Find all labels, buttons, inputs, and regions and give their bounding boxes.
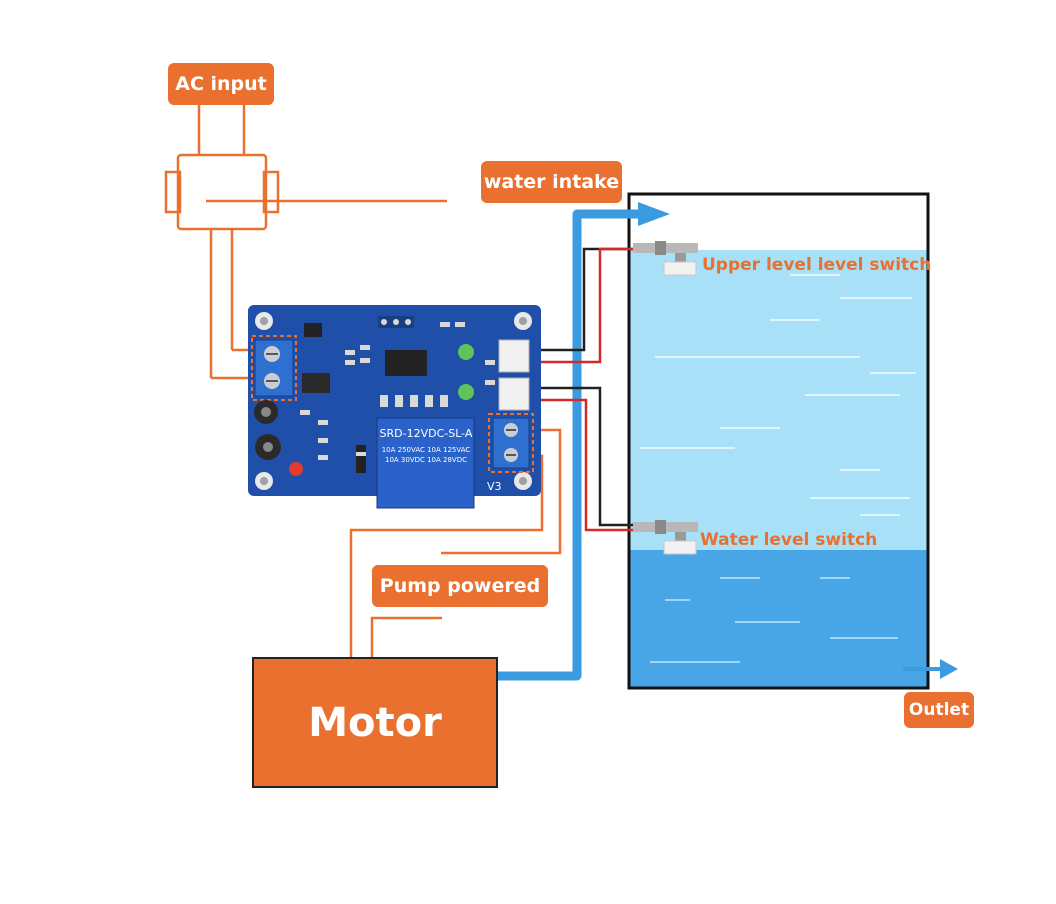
board-version-text: V3 (487, 480, 502, 493)
relay-model-text: SRD-12VDC-SL-A (380, 427, 473, 440)
deep-water-ripples (650, 577, 898, 663)
board-mount-hole-icon (255, 312, 532, 490)
upper-level-switch (633, 241, 698, 276)
pump-powered-label: Pump powered (372, 565, 548, 607)
controller-board: SRD-12VDC-SL-A 10A 250VAC 10A 125VAC 10A… (248, 305, 541, 509)
sensor-connector (498, 339, 530, 411)
motor-box: Motor (252, 657, 498, 788)
ic-chip (385, 350, 427, 376)
water-tank (627, 192, 930, 690)
relay-terminal-screw-icon (488, 413, 534, 473)
diode (356, 445, 366, 473)
red-led-icon (289, 462, 303, 476)
lower-water-layer (629, 550, 928, 688)
upper-water-layer (629, 250, 928, 550)
intake-arrow-icon (638, 202, 670, 226)
water-pipe (498, 202, 958, 681)
outlet-arrow-icon (940, 659, 958, 679)
transistor (304, 323, 322, 337)
green-led-icon (458, 344, 474, 360)
water-intake-label: water intake (481, 161, 622, 203)
motor-label: Motor (308, 699, 442, 746)
lower-switch-label: Water level switch (700, 530, 878, 550)
tank-outline (627, 192, 930, 690)
ac-input-label: AC input (168, 63, 274, 105)
lower-level-switch (633, 520, 698, 555)
relay-icon: SRD-12VDC-SL-A 10A 250VAC 10A 125VAC 10A… (376, 417, 475, 509)
smd-components (300, 322, 495, 460)
green-led-icon-2 (458, 384, 474, 400)
upper-switch-label: Upper level level switch (702, 255, 932, 275)
outlet-label: Outlet (904, 692, 974, 728)
sensor-wiring (528, 247, 640, 532)
relay-rating-text-2: 10A 30VDC 10A 28VDC (385, 456, 467, 464)
relay-rating-text: 10A 250VAC 10A 125VAC (382, 446, 471, 454)
terminal-screw-icon (251, 335, 297, 401)
regulator (302, 373, 330, 393)
capacitor (254, 400, 281, 460)
water-ripples (640, 274, 916, 516)
